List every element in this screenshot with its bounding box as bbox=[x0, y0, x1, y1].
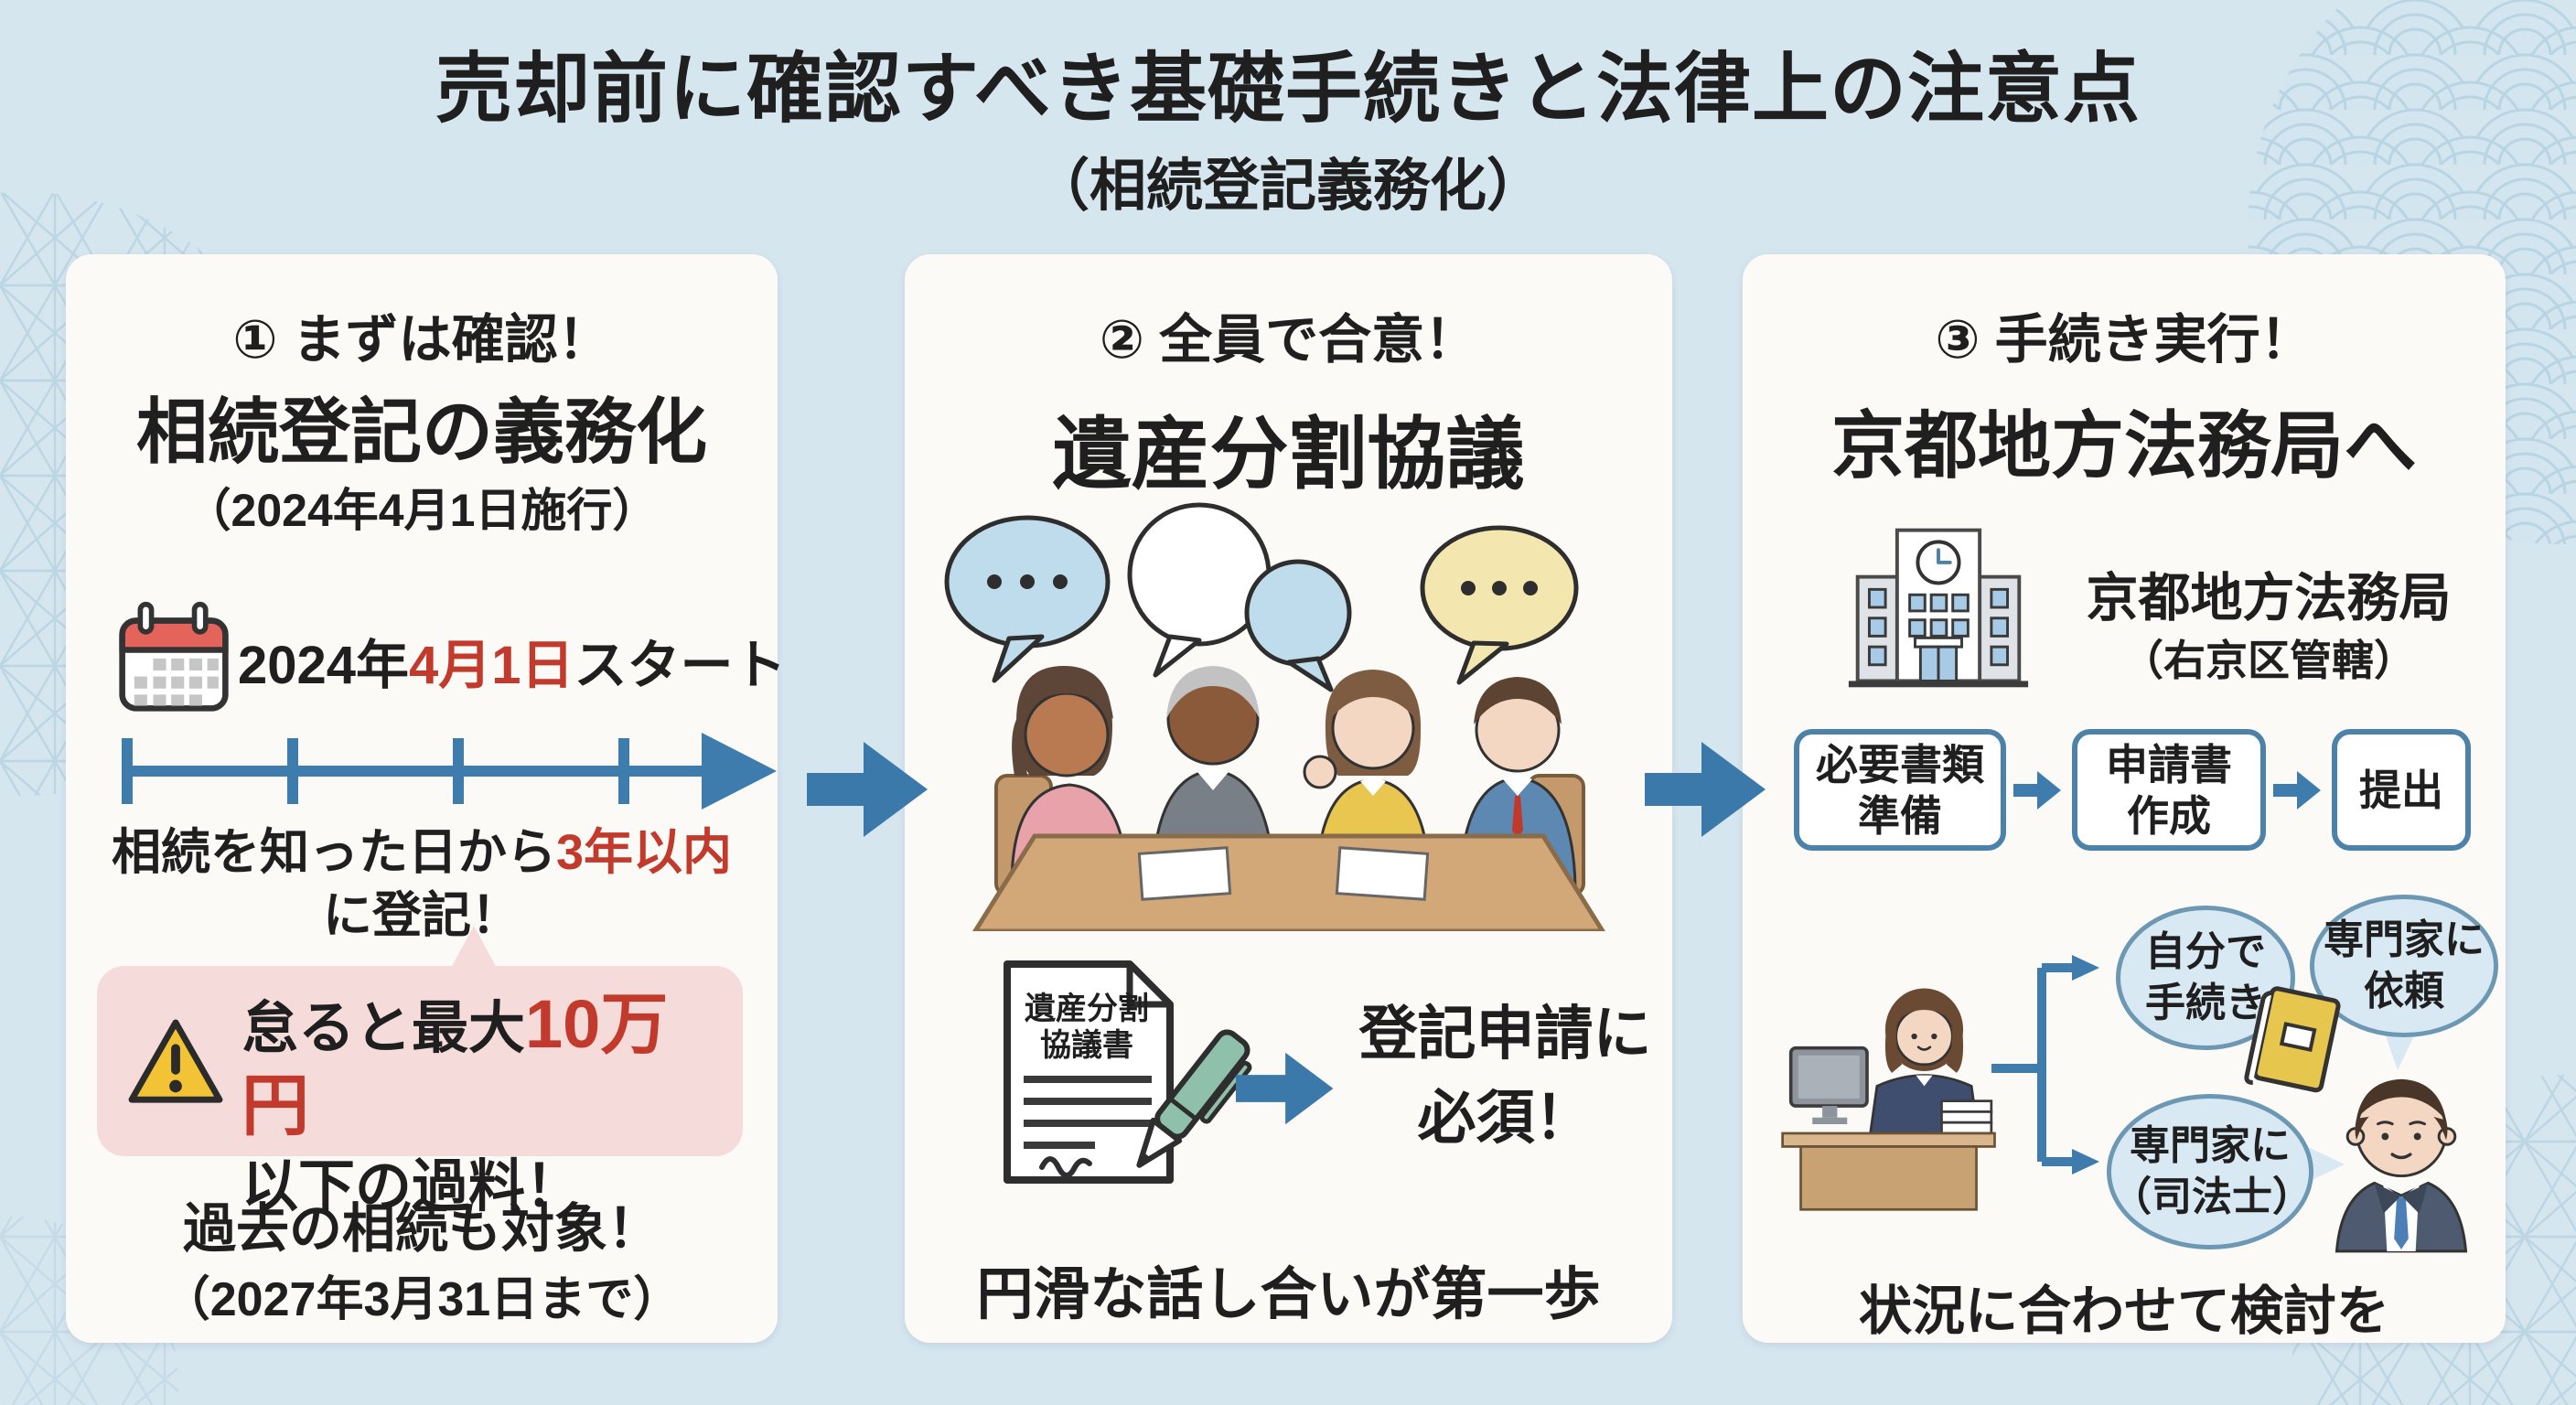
penalty-warning-text: 怠ると最大10万円 以下の過料！ bbox=[242, 986, 734, 1226]
timeline-arrow bbox=[122, 733, 777, 810]
registration-required-text: 登記申請に 必須！ bbox=[1346, 992, 1665, 1160]
step2-label: ② 全員で合意！ bbox=[1099, 310, 1478, 370]
document-icon: 遺産分割 協議書 bbox=[1004, 960, 1174, 1184]
past-inheritance-deadline: （2027年3月31日まで） bbox=[162, 1273, 682, 1326]
warning-icon bbox=[128, 1019, 223, 1103]
option-shihoshi-line2: （司法士） bbox=[2111, 1174, 2313, 1219]
arrow-right-icon bbox=[2273, 771, 2321, 810]
deadline-pre: 相続を知った日から bbox=[111, 825, 556, 880]
clock-icon bbox=[1916, 540, 1961, 585]
penalty-line2: 以下の過料！ bbox=[242, 1155, 583, 1218]
panel-step2-agreement: ② 全員で合意！ 遺産分割協議 bbox=[905, 254, 1672, 1343]
deadline-line1: 相続を知った日から3年以内 bbox=[73, 821, 770, 885]
step1-heading: 相続登記の義務化 bbox=[135, 391, 707, 472]
start-date-highlight: 4月1日 bbox=[409, 636, 574, 695]
meeting-table bbox=[972, 833, 1605, 931]
office-jurisdiction: （右京区管轄） bbox=[2121, 637, 2416, 684]
step3-footer-note: 状況に合わせて検討を bbox=[1858, 1282, 2389, 1341]
penalty-warning-box: 怠ると最大10万円 以下の過料！ bbox=[97, 966, 743, 1218]
start-date-pre: 2024年 bbox=[238, 636, 410, 695]
panel-transition-arrow bbox=[1645, 742, 1766, 837]
desk-worker-illustration bbox=[1781, 988, 1996, 1211]
registration-required-line1: 登記申請に bbox=[1358, 1001, 1652, 1067]
flow-step-create-application: 申請書 作成 bbox=[2072, 729, 2266, 851]
arrow-right-icon bbox=[2013, 771, 2061, 810]
deadline-line2: に登記！ bbox=[323, 888, 521, 943]
arrow-right-icon bbox=[1236, 1052, 1334, 1125]
flow-step2-line1: 申請書 bbox=[2106, 740, 2232, 788]
paper-stack bbox=[1940, 1099, 1993, 1135]
flow-step1-line1: 必要書類 bbox=[1816, 740, 1984, 788]
step2-footer-note: 円滑な話し合いが第一歩 bbox=[976, 1263, 1601, 1326]
flow-step1-line2: 準備 bbox=[1858, 791, 1942, 840]
option-bubble-expert-shihoshi: 専門家に （司法士） bbox=[2107, 1094, 2313, 1249]
branch-arrows bbox=[1991, 955, 2099, 1174]
panel-transition-arrow bbox=[807, 742, 928, 837]
registration-required-line2: 必須！ bbox=[1417, 1085, 1594, 1151]
flow-step-submit: 提出 bbox=[2332, 729, 2471, 851]
speech-bubble-white bbox=[1127, 502, 1272, 678]
flow-step2-line2: 作成 bbox=[2127, 791, 2211, 840]
flow-step3-line1: 提出 bbox=[2359, 766, 2443, 814]
speech-bubble-blue-small bbox=[1244, 559, 1352, 692]
desk bbox=[1781, 1132, 1996, 1148]
option-bubble-expert-request: 専門家に 依頼 bbox=[2310, 895, 2498, 1037]
signature-squiggle bbox=[1039, 1156, 1092, 1178]
penalty-line1: 怠ると最大10万円 bbox=[242, 986, 734, 1149]
speech-bubble-yellow bbox=[1420, 525, 1579, 685]
page-subtitle: （相続登記義務化） bbox=[1032, 155, 1543, 218]
option-bubble-self: 自分で 手続き bbox=[2116, 906, 2295, 1050]
deadline-text: 相続を知った日から3年以内 に登記！ bbox=[73, 821, 770, 948]
step1-subheading: （2024年4月1日施行） bbox=[185, 485, 659, 536]
penalty-amount: 10万円 bbox=[242, 986, 669, 1143]
document-title-line1: 遺産分割 bbox=[1025, 992, 1149, 1026]
flow-step-prepare-documents: 必要書類 準備 bbox=[1794, 729, 2006, 851]
expert-suit-man-illustration bbox=[2334, 1078, 2468, 1253]
option-request-line1: 専門家に bbox=[2324, 917, 2485, 962]
option-request-line2: 依頼 bbox=[2364, 969, 2444, 1014]
office-name: 京都地方法務局 bbox=[2086, 569, 2452, 627]
document-title-line2: 協議書 bbox=[1040, 1028, 1133, 1063]
option-shihoshi-line1: 専門家に bbox=[2130, 1123, 2291, 1168]
step1-label: ① まずは確認！ bbox=[232, 310, 611, 370]
book-icon bbox=[2244, 986, 2341, 1093]
speech-bubble-blue-left bbox=[944, 515, 1111, 683]
panel-step1-obligation: ① まずは確認！ 相続登記の義務化 （2024年4月1日施行） 2024年4月1… bbox=[66, 254, 787, 1343]
page-title: 売却前に確認すべき基礎手続きと法律上の注意点 bbox=[435, 46, 2141, 132]
warning-callout-tail bbox=[450, 926, 498, 970]
calendar-icon bbox=[119, 601, 229, 712]
step3-heading: 京都地方法務局へ bbox=[1831, 405, 2417, 487]
option-self-line2: 手続き bbox=[2145, 981, 2266, 1025]
family-discussion-illustration bbox=[944, 502, 1605, 931]
start-date-line: 2024年4月1日スタート bbox=[238, 622, 787, 699]
option-self-line1: 自分で bbox=[2145, 929, 2266, 974]
step2-heading: 遺産分割協議 bbox=[1052, 411, 1525, 499]
monitor-icon bbox=[1788, 1046, 1869, 1124]
building-icon bbox=[1848, 528, 2029, 688]
panel-step3-procedure: ③ 手続き実行！ 京都地方法務局へ 京都地方法務局 （右京区管 bbox=[1743, 254, 2506, 1343]
deadline-highlight: 3年以内 bbox=[555, 825, 733, 880]
penalty-pre: 怠ると最大 bbox=[242, 997, 526, 1060]
step3-label: ③ 手続き実行！ bbox=[1935, 310, 2313, 370]
start-date-post: スタート bbox=[574, 636, 787, 695]
past-inheritance-note: 過去の相続も対象！ bbox=[182, 1199, 660, 1259]
pen-icon bbox=[1136, 1029, 1252, 1168]
